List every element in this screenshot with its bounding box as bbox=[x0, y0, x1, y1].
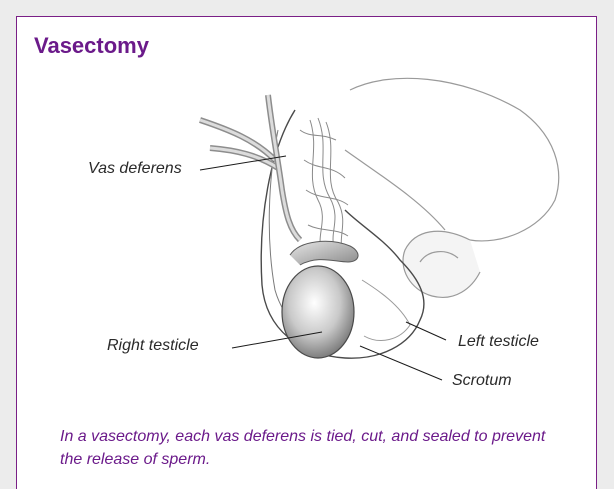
epididymis-shape bbox=[290, 241, 358, 265]
label-vas-deferens: Vas deferens bbox=[88, 160, 182, 178]
penis-shape bbox=[345, 78, 559, 297]
right-testicle-shape bbox=[282, 266, 354, 358]
left-testicle-shape bbox=[362, 280, 410, 340]
blood-vessels bbox=[300, 118, 348, 256]
label-right-testicle: Right testicle bbox=[107, 337, 199, 355]
label-scrotum: Scrotum bbox=[452, 372, 512, 390]
label-left-testicle: Left testicle bbox=[458, 333, 539, 351]
diagram-caption: In a vasectomy, each vas deferens is tie… bbox=[60, 425, 570, 471]
